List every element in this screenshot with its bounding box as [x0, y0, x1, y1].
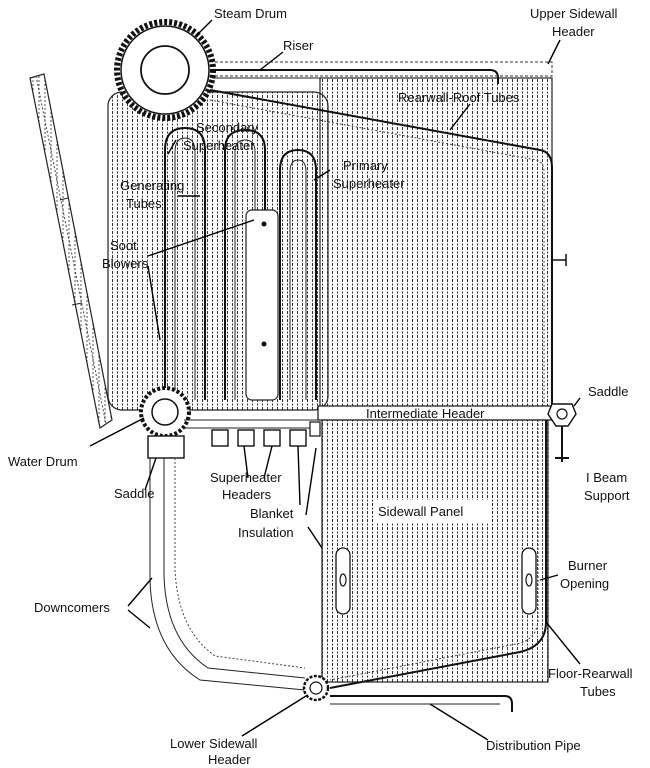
label-i-beam-support-line1: I Beam — [586, 470, 627, 485]
label-riser: Riser — [283, 38, 314, 53]
sidewall-panel — [321, 419, 549, 683]
riser-pipe — [210, 69, 499, 84]
label-rearwall-roof-tubes: Rearwall-Roof Tubes — [398, 90, 520, 105]
labels: Steam Drum Upper Sidewall Header Riser R… — [8, 6, 633, 767]
label-generating-tubes-line1: Generating — [120, 178, 184, 193]
soot-blower-slot — [245, 209, 279, 401]
steam-drum — [114, 19, 216, 121]
distribution-pipe — [330, 695, 513, 712]
label-saddle-right: Saddle — [588, 384, 628, 399]
label-lower-sidewall-header-line2: Header — [208, 752, 251, 767]
label-blanket-insulation-line1: Blanket — [250, 506, 294, 521]
label-superheater-headers-line1: Superheater — [210, 470, 282, 485]
label-generating-tubes-line2: Tubes — [126, 196, 162, 211]
saddle-right-support — [547, 254, 577, 462]
label-burner-opening-line2: Opening — [560, 576, 609, 591]
label-sidewall-panel: Sidewall Panel — [378, 504, 463, 519]
label-water-drum: Water Drum — [8, 454, 78, 469]
label-upper-sidewall-header-line1: Upper Sidewall — [530, 6, 618, 21]
label-burner-opening-line1: Burner — [568, 558, 608, 573]
label-lower-sidewall-header-line1: Lower Sidewall — [170, 736, 258, 751]
label-soot-blowers-line1: Soot — [110, 238, 137, 253]
label-primary-superheater-line2: Superheater — [333, 176, 405, 191]
furnace-tube-bank — [319, 77, 553, 409]
lower-sidewall-header — [302, 674, 330, 702]
label-i-beam-support-line2: Support — [584, 488, 630, 503]
water-drum — [139, 386, 191, 438]
label-blanket-insulation-line2: Insulation — [238, 525, 294, 540]
label-floor-rearwall-tubes-line1: Floor-Rearwall — [548, 666, 633, 681]
downcomer-pipes — [149, 458, 306, 691]
label-superheater-headers-line2: Headers — [222, 487, 272, 502]
leader-lines — [89, 19, 581, 741]
superheater-header-boxes — [184, 419, 321, 447]
burner-opening-right — [521, 547, 537, 615]
label-secondary-superheater-line1: Secondary — [196, 120, 259, 135]
secondary-superheater-loops — [164, 126, 266, 400]
label-intermediate-header: Intermediate Header — [366, 406, 485, 421]
burner-opening-left — [335, 547, 351, 615]
label-saddle-left: Saddle — [114, 486, 154, 501]
rearwall-roof-tubes — [209, 89, 553, 408]
label-steam-drum: Steam Drum — [214, 6, 287, 21]
label-upper-sidewall-header-line2: Header — [552, 24, 595, 39]
label-distribution-pipe: Distribution Pipe — [486, 738, 581, 753]
left-casing-wall — [29, 73, 113, 429]
label-soot-blowers-line2: Blowers — [102, 256, 149, 271]
saddle-left-support — [147, 435, 185, 459]
label-floor-rearwall-tubes-line2: Tubes — [580, 684, 616, 699]
label-primary-superheater-line1: Primary — [343, 158, 388, 173]
label-secondary-superheater-line2: Superheater — [183, 138, 255, 153]
label-downcomers: Downcomers — [34, 600, 110, 615]
primary-superheater-loops — [279, 148, 317, 400]
